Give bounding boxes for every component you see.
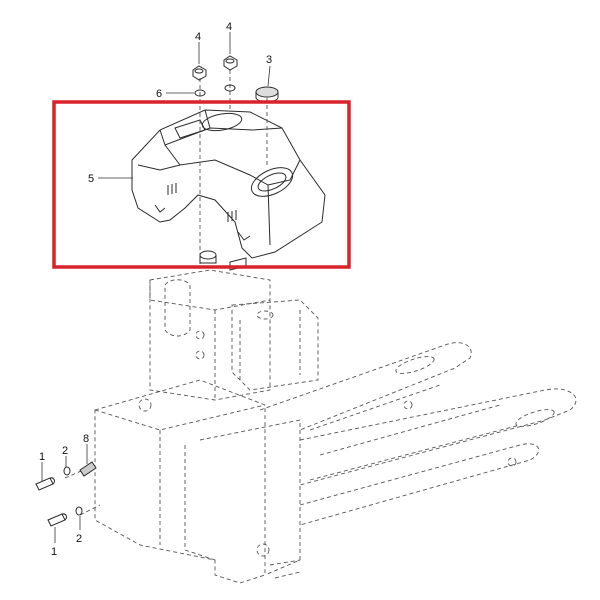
cap-part-3 xyxy=(255,86,279,103)
nut-part-4-left xyxy=(192,65,207,81)
washer-part-2-upper xyxy=(63,466,71,476)
pallet-truck-body xyxy=(94,269,577,584)
bolt-part-1-lower xyxy=(47,513,67,527)
washer-part-6-right xyxy=(224,84,236,92)
callout-2-upper: 2 xyxy=(62,445,68,457)
bracket-part-8 xyxy=(79,461,97,477)
bolt-part-1-upper xyxy=(35,477,55,491)
washer-part-2-lower xyxy=(75,506,83,516)
assembly-center-lines xyxy=(64,70,268,516)
callout-3: 3 xyxy=(266,54,272,66)
callout-4-left: 4 xyxy=(195,31,201,43)
callout-4-right: 4 xyxy=(226,21,232,33)
highlight-box xyxy=(52,100,351,269)
callout-1-upper: 1 xyxy=(39,451,45,463)
callout-6: 6 xyxy=(156,88,162,100)
callout-5: 5 xyxy=(88,173,94,185)
callouts: 4 4 3 6 5 1 2 8 1 2 xyxy=(39,21,272,558)
callout-2-lower: 2 xyxy=(76,533,82,545)
callout-8: 8 xyxy=(83,433,89,445)
cover-part-5 xyxy=(131,109,326,259)
washer-part-6-left xyxy=(194,89,206,97)
callout-1-lower: 1 xyxy=(51,546,57,558)
nut-part-4-right xyxy=(223,55,238,71)
hardware-parts xyxy=(35,55,279,527)
